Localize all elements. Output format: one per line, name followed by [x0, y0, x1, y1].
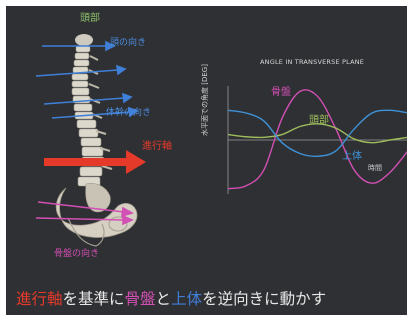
caption-text-3: を逆向きに動かす: [202, 290, 326, 308]
series-label-head: 頭部: [309, 116, 329, 126]
head-direction-label: 頭の向き: [110, 39, 146, 48]
travel-axis-label: 進行軸: [142, 142, 172, 152]
chart-xlabel: 時間: [368, 165, 382, 172]
caption-upper-body: 上体: [171, 290, 202, 308]
pelvis-direction-label: 骨盤の向き: [54, 250, 99, 259]
slide: 頭部 頭の向き 体幹の向き 進行軸 骨盤の向き ANGLE IN TRANSVE…: [6, 6, 407, 315]
head-label: 頭部: [80, 14, 100, 24]
caption-text-1: を基準に: [63, 290, 125, 308]
torso-direction-label: 体幹の向き: [106, 109, 151, 118]
chart-ylabel: 水平面での角度 [DEG]: [202, 64, 209, 136]
caption-text-2: と: [156, 290, 172, 308]
caption-travel-axis: 進行軸: [16, 290, 63, 308]
series-line-0: [228, 90, 407, 189]
chart-title: ANGLE IN TRANSVERSE PLANE: [260, 59, 364, 66]
caption-pelvis: 骨盤: [125, 290, 156, 308]
series-label-upper-body: 上体: [342, 152, 362, 162]
angle-chart: [220, 80, 407, 200]
skull-base: [75, 34, 93, 46]
caption: 進行軸を基準に骨盤と上体を逆向きに動かす: [16, 292, 326, 308]
series-label-pelvis: 骨盤: [271, 88, 291, 98]
